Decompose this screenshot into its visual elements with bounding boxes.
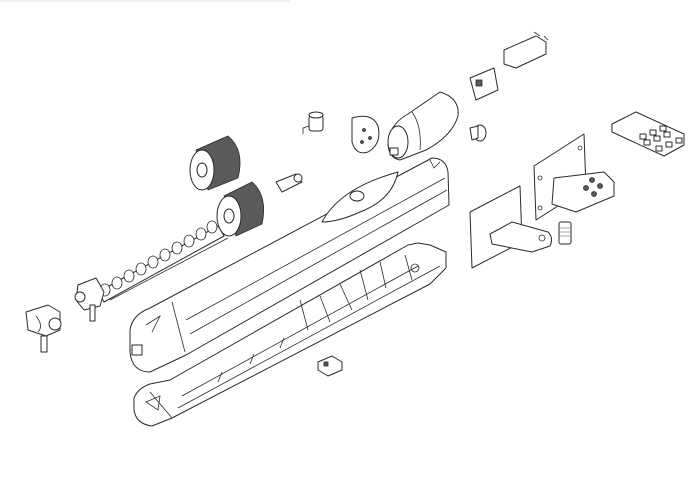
clevis-bracket[interactable]: [25, 304, 62, 353]
cable-clip[interactable]: [317, 355, 343, 377]
limit-switch[interactable]: [302, 111, 324, 134]
rear-mounting-bracket[interactable]: [533, 133, 615, 221]
motor-flange-disc[interactable]: [351, 115, 380, 154]
battery-module[interactable]: [503, 31, 549, 69]
gear-wheel-lower[interactable]: [216, 181, 265, 237]
upper-cover-tube[interactable]: [129, 157, 450, 373]
remote-keypad[interactable]: [611, 111, 685, 157]
coupling-pin[interactable]: [275, 173, 303, 193]
encoder-connector[interactable]: [469, 67, 499, 101]
lead-screw-assembly[interactable]: [74, 220, 229, 322]
threaded-fitting[interactable]: [558, 221, 572, 245]
front-mounting-bracket[interactable]: [469, 185, 553, 269]
lower-housing[interactable]: [133, 242, 447, 427]
top-edge-strip: [0, 0, 290, 2]
electric-motor[interactable]: [387, 91, 459, 161]
gear-wheel-upper[interactable]: [189, 135, 241, 191]
release-key[interactable]: [469, 124, 487, 142]
